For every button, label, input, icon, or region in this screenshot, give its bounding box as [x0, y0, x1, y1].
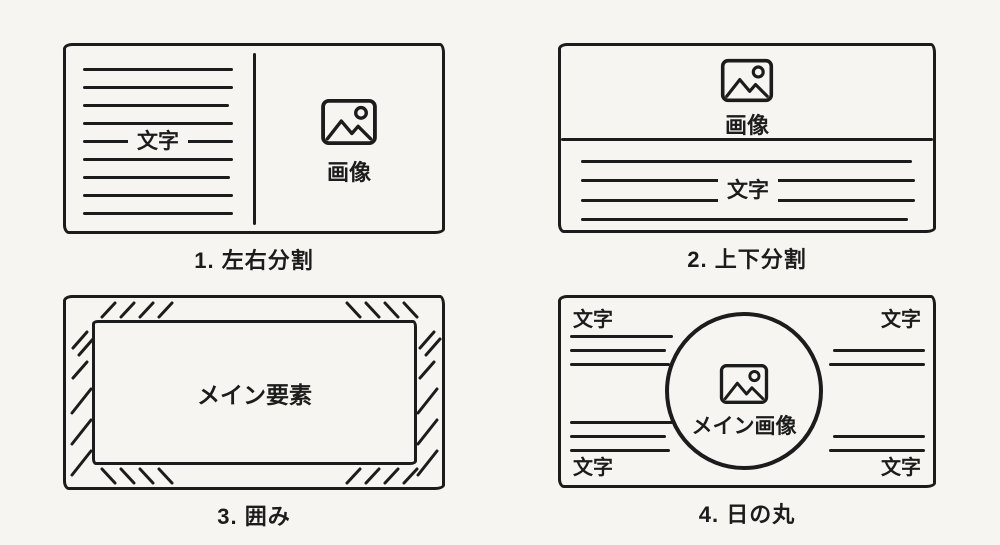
horizontal-divider: [561, 138, 933, 141]
main-element-box: メイン要素: [92, 320, 417, 465]
image-block-label: 画像: [326, 160, 371, 185]
panel-hinomaru: メイン画像 文字 文字 文字: [558, 295, 936, 529]
center-circle: [665, 312, 823, 470]
hatch-marks: [70, 301, 442, 485]
image-icon: [720, 58, 774, 103]
image-block: 画像: [256, 46, 442, 231]
text-line: [832, 349, 925, 352]
corner-text-label-bottom-right: 文字: [881, 457, 921, 479]
layout-box: 文字 画像: [63, 43, 445, 234]
layout-box: メイン要素: [63, 295, 445, 490]
image-block-label: 画像: [724, 113, 769, 138]
text-lines-block: 文字: [83, 68, 233, 215]
panel-caption: 1. 左右分割: [194, 248, 314, 273]
vertical-divider: [253, 53, 256, 225]
text-lines-block: 文字: [581, 160, 915, 221]
image-block: 画像: [561, 46, 933, 140]
panel-left-right-split: 文字 画像 1. 左右分割: [63, 43, 445, 275]
text-line: [828, 363, 925, 366]
text-line: [83, 158, 233, 161]
image-icon: [719, 364, 769, 404]
main-element-label: メイン要素: [197, 381, 312, 408]
panel-top-bottom-split: 画像 文字 2. 上下分割: [558, 43, 936, 274]
panel-caption: 3. 囲み: [217, 504, 291, 529]
corner-text-label-top-right: 文字: [881, 309, 921, 331]
text-line: [832, 435, 925, 438]
corner-text-lines: [570, 421, 673, 452]
text-line: [570, 435, 666, 438]
text-line: [83, 212, 233, 215]
panel-caption: 2. 上下分割: [687, 247, 807, 272]
panel-enclosure: メイン要素 3. 囲み: [63, 295, 445, 531]
text-line: [570, 449, 670, 452]
layout-box: メイン画像 文字 文字 文字: [558, 295, 936, 488]
corner-text-lines: [826, 421, 925, 452]
text-line: [83, 86, 233, 89]
text-line: [83, 194, 233, 197]
main-image-label: メイン画像: [687, 410, 801, 440]
text-line: [570, 363, 670, 366]
text-line: [581, 160, 912, 163]
text-line: [83, 176, 230, 179]
text-line: [570, 335, 673, 338]
text-block-label: 文字: [128, 129, 188, 154]
text-line: [83, 122, 233, 125]
text-line: [828, 449, 925, 452]
text-line: [83, 68, 233, 71]
panel-caption: 4. 日の丸: [698, 502, 796, 527]
text-block-label: 文字: [718, 178, 778, 203]
corner-text-lines: [826, 335, 925, 366]
text-line: [570, 421, 673, 424]
image-icon: [321, 98, 377, 146]
layout-box: 画像 文字: [558, 43, 936, 233]
corner-text-label-bottom-left: 文字: [573, 457, 613, 479]
corner-text-lines: [570, 335, 673, 366]
corner-text-label-top-left: 文字: [573, 309, 613, 331]
text-line: [581, 217, 909, 221]
text-line: [570, 349, 666, 352]
text-line: [83, 104, 229, 107]
